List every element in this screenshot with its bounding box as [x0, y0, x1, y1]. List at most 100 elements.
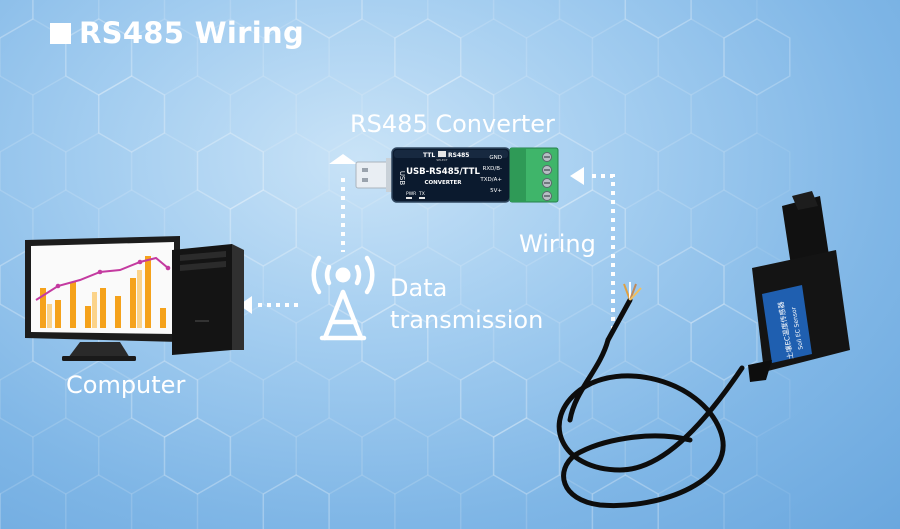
background-hexagon — [196, 132, 265, 210]
background-hexagon — [361, 75, 429, 153]
background-hexagon — [32, 0, 100, 39]
background-hexagon — [0, 303, 34, 381]
background-hexagon — [328, 246, 396, 324]
background-hexagon — [492, 303, 561, 381]
background-hexagon — [657, 132, 725, 210]
background-hexagon — [163, 75, 232, 153]
background-hexagon — [0, 474, 67, 529]
arrowhead-icon — [239, 296, 252, 314]
background-hexagon — [196, 360, 265, 438]
background-hexagon — [624, 0, 692, 39]
background-hexagon — [591, 246, 659, 324]
led-label-pwr: PWR — [406, 191, 416, 197]
background-hexagon — [525, 246, 594, 324]
background-hexagon — [229, 303, 297, 381]
background-hexagon — [591, 360, 659, 438]
background-hexagon — [130, 132, 199, 210]
background-hexagon — [229, 75, 297, 153]
background-hexagon — [0, 132, 67, 210]
background-hexagon — [262, 360, 330, 438]
wiring-label: Wiring — [519, 230, 596, 258]
background-hexagon — [361, 0, 429, 39]
usb-plug — [355, 161, 391, 189]
background-hexagon — [328, 360, 396, 438]
background-hexagon — [723, 360, 791, 438]
background-hexagon — [690, 303, 758, 381]
background-hexagon — [32, 417, 100, 495]
background-hexagon — [459, 360, 528, 438]
background-hexagon — [558, 417, 627, 495]
background-hexagon — [492, 0, 561, 39]
pin-label-5v: 5V+ — [490, 188, 502, 194]
cable-wire-ends — [623, 282, 642, 301]
computer-label: Computer — [66, 371, 186, 399]
background-hexagon — [0, 0, 34, 39]
background-hexagon — [97, 0, 166, 39]
mode-label-ttl: TTL — [423, 152, 435, 159]
background-hexagon — [591, 132, 659, 210]
background-hexagon — [591, 18, 659, 96]
background-hexagon — [657, 18, 725, 96]
background-hexagon — [32, 75, 100, 153]
background-hexagon — [262, 246, 330, 324]
sensor-label-plate — [762, 285, 812, 363]
background-hexagon — [690, 417, 758, 495]
background-hexagon — [97, 75, 166, 153]
title-text: RS485 Wiring — [79, 16, 305, 50]
background-hexagon — [130, 18, 199, 96]
background-hexagon — [427, 0, 495, 39]
background-hexagon — [163, 0, 232, 39]
background-hexagon — [624, 75, 692, 153]
background-hexagon — [328, 18, 396, 96]
arrowhead-icon — [570, 167, 584, 185]
background-hexagon — [65, 132, 133, 210]
background-hexagon — [0, 75, 34, 153]
background-hexagon — [394, 18, 462, 96]
background-hexagon — [690, 75, 758, 153]
background-hexagon — [130, 360, 199, 438]
background-hexagon — [492, 75, 561, 153]
background-hexagon — [459, 18, 528, 96]
background-hexagon — [394, 246, 462, 324]
background-hexagon — [361, 417, 429, 495]
background-hexagon — [163, 417, 232, 495]
background-hexagon — [427, 75, 495, 153]
background-hexagon — [624, 303, 692, 381]
background-hexagon — [262, 474, 330, 529]
background-hexagon — [394, 474, 462, 529]
usb-side-label: USB — [398, 171, 406, 186]
background-hexagon — [196, 474, 265, 529]
background-hexagon — [624, 189, 692, 267]
background-hexagon — [723, 132, 791, 210]
background-hexagon — [459, 474, 528, 529]
background-hexagon — [427, 303, 495, 381]
sensor-cable — [556, 297, 745, 509]
mode-switch — [438, 151, 446, 157]
terminal-block — [509, 147, 559, 203]
background-hexagon — [295, 189, 363, 267]
page-title: RS485 Wiring — [50, 16, 304, 50]
background-hexagon — [65, 18, 133, 96]
background-hexagon — [0, 360, 67, 438]
desktop-computer-icon — [25, 236, 244, 361]
usb-rs485-converter: USB TTL RS485 SELECT USB-RS485/TTL CONVE… — [355, 147, 559, 203]
converter-label: RS485 Converter — [350, 110, 555, 138]
mode-label-rs485: RS485 — [448, 152, 469, 159]
background-hexagon — [394, 360, 462, 438]
background-hexagon — [0, 18, 67, 96]
background-hexagon — [657, 360, 725, 438]
title-square-icon — [50, 22, 71, 44]
background-hexagon — [229, 0, 297, 39]
converter-subtitle: CONVERTER — [424, 180, 462, 186]
background-hexagon — [262, 18, 330, 96]
background-hexagon — [657, 474, 725, 529]
background-hexagon — [591, 474, 659, 529]
pin-label-rxd: RXD/B- — [483, 166, 502, 172]
background-hexagon — [196, 18, 265, 96]
background-hexagon — [0, 417, 34, 495]
background-hexagon — [525, 474, 594, 529]
background-hexagon — [690, 189, 758, 267]
background-hexagon — [459, 246, 528, 324]
